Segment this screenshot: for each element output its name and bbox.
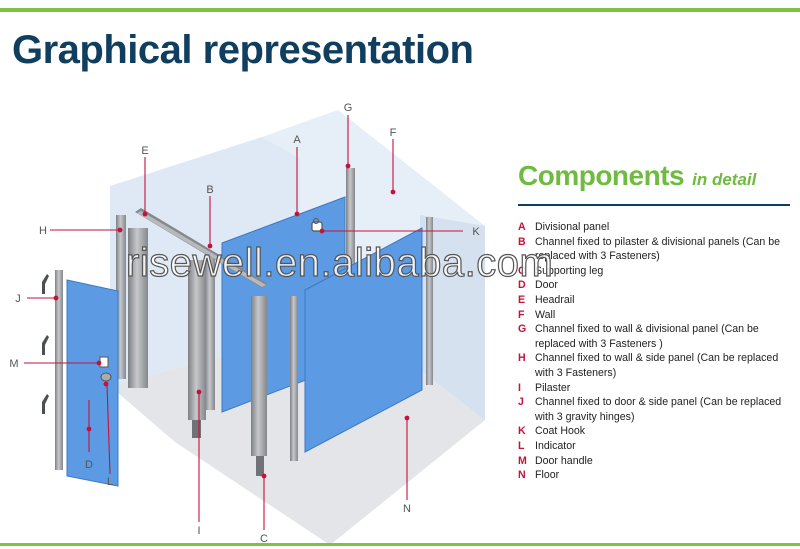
watermark: risewell.en.alibaba.com — [125, 240, 554, 285]
pilaster-foot — [192, 420, 201, 438]
legend-text: Door handle — [535, 454, 593, 467]
callout-m: M — [9, 358, 18, 370]
legend-code: F — [518, 308, 525, 321]
gravity-hinge-3 — [42, 394, 49, 414]
legend-item: L Indicator — [518, 439, 793, 454]
legend-item: I Pilaster — [518, 381, 793, 396]
wall-channel-right — [426, 217, 433, 385]
legend-item: C Supporting leg — [518, 264, 793, 279]
legend-item: D Door — [518, 278, 793, 293]
pilaster-i — [188, 260, 206, 420]
legend-text: Channel fixed to wall & side panel (Can … — [535, 352, 779, 379]
legend-code: E — [518, 293, 526, 306]
legend-text: Channel fixed to wall & divisional panel… — [535, 323, 759, 350]
legend-code: I — [518, 381, 521, 394]
components-divider — [518, 204, 790, 206]
side-panel-right — [304, 227, 423, 453]
components-heading: Components in detail — [518, 160, 756, 192]
legend-text: Divisional panel — [535, 221, 610, 233]
legend-text: Channel fixed to pilaster & divisional p… — [535, 235, 780, 263]
legend-text: Wall — [535, 308, 556, 321]
door-d — [66, 279, 119, 487]
legend-code: M — [518, 454, 527, 467]
legend-code: D — [518, 279, 526, 292]
pilaster-c — [251, 296, 267, 456]
legend-code: B — [518, 235, 526, 248]
legend-text: Floor — [535, 469, 560, 482]
pilaster-h — [128, 228, 148, 388]
channel-b — [205, 252, 215, 410]
legend-text: Headrail — [535, 293, 575, 306]
legend-text: Door — [535, 279, 558, 292]
legend-code: L — [518, 439, 525, 452]
callout-k: K — [472, 226, 480, 238]
wall-channel-h — [116, 215, 126, 379]
door-handle-l — [100, 372, 112, 382]
legend-text: Indicator — [535, 439, 576, 452]
legend-item: F Wall — [518, 308, 793, 323]
legend-code: G — [518, 323, 527, 336]
legend-item: B Channel fixed to pilaster & divisional … — [518, 235, 793, 264]
legend-text: Supporting leg — [535, 264, 604, 277]
page-title: Graphical representation — [12, 28, 474, 72]
headrail-e-top — [137, 211, 266, 287]
legend-text: Pilaster — [535, 381, 571, 394]
callout-n: N — [403, 503, 411, 515]
gravity-hinge-2 — [42, 335, 49, 355]
indicator-m — [99, 356, 109, 368]
legend-code: K — [518, 425, 526, 438]
supporting-leg-c — [256, 456, 264, 476]
bottom-divider — [0, 543, 800, 546]
callout-f: F — [390, 127, 397, 139]
coat-hook-k — [311, 221, 323, 232]
components-list: A Divisional panel B Channel fixed to pila… — [518, 220, 793, 483]
legend-item: E Headrail — [518, 293, 793, 308]
legend-item: M Door handle — [518, 454, 793, 469]
legend-text: Coat Hook — [535, 425, 586, 438]
callout-e: E — [141, 145, 148, 157]
wall-right-shade — [420, 215, 485, 420]
callout-i: I — [197, 525, 200, 537]
legend-code: C — [518, 264, 526, 277]
callout-h: H — [39, 225, 47, 237]
gravity-hinge-1 — [42, 274, 49, 294]
callout-a: A — [293, 134, 301, 146]
legend-item: H Channel fixed to wall & side panel (Can… — [518, 351, 793, 380]
door-channel-j — [55, 270, 63, 470]
callout-g: G — [344, 102, 353, 114]
callout-c: C — [260, 533, 268, 545]
legend-text: Channel fixed to door & side panel (Can … — [535, 396, 782, 423]
callout-b: B — [206, 184, 213, 196]
callout-j: J — [15, 293, 21, 305]
legend-code: N — [518, 469, 526, 482]
legend-item: A Divisional panel — [518, 220, 793, 235]
components-heading-main: Components — [518, 160, 685, 191]
legend-code: H — [518, 352, 526, 365]
legend-item: N Floor — [518, 468, 793, 483]
legend-code: A — [518, 221, 526, 233]
legend-code: J — [518, 396, 524, 409]
channel-right-front — [290, 296, 298, 461]
top-divider — [0, 8, 800, 12]
callout-d: D — [85, 459, 93, 471]
components-heading-sub: in detail — [692, 170, 757, 189]
legend-item: J Channel fixed to door & side panel (Can… — [518, 395, 793, 424]
legend-item: G Channel fixed to wall & divisional pane… — [518, 322, 793, 351]
callout-l: L — [107, 476, 113, 488]
legend-item: K Coat Hook — [518, 424, 793, 439]
